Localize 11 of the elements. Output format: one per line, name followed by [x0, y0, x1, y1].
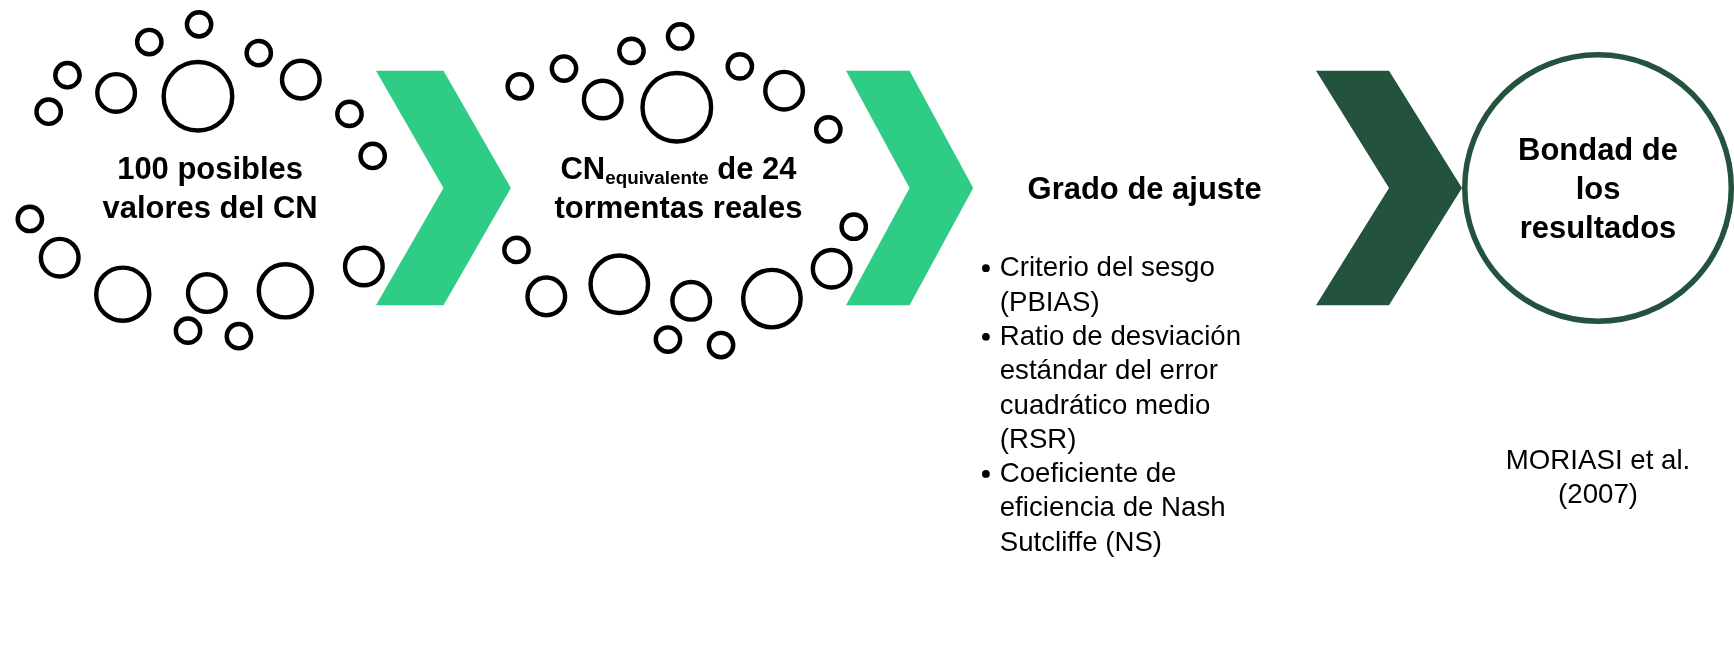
step-label: Bondad de los resultados: [1517, 131, 1679, 246]
chevron-arrow: [376, 70, 511, 306]
list-item-text: Ratio de desviación estándar del error cuadrático medio (RSR): [999, 319, 1242, 454]
step-label: 100 posibles valores del CN: [101, 150, 319, 227]
citation-text: MORIASI et al. (2007): [1504, 442, 1692, 511]
step-label: CN$_{equivalente}$ de 24 tormentas reales: [553, 150, 804, 227]
list-item-text: Coeficiente de eficiencia de Nash Sutcliffe (NS): [999, 456, 1226, 557]
step-label: Grado de ajuste: [1027, 169, 1262, 208]
chevron-arrow: [846, 70, 974, 306]
chevron-arrow: [1316, 70, 1462, 306]
list-item-text: Criterio del sesgo (PBIAS): [999, 251, 1215, 317]
